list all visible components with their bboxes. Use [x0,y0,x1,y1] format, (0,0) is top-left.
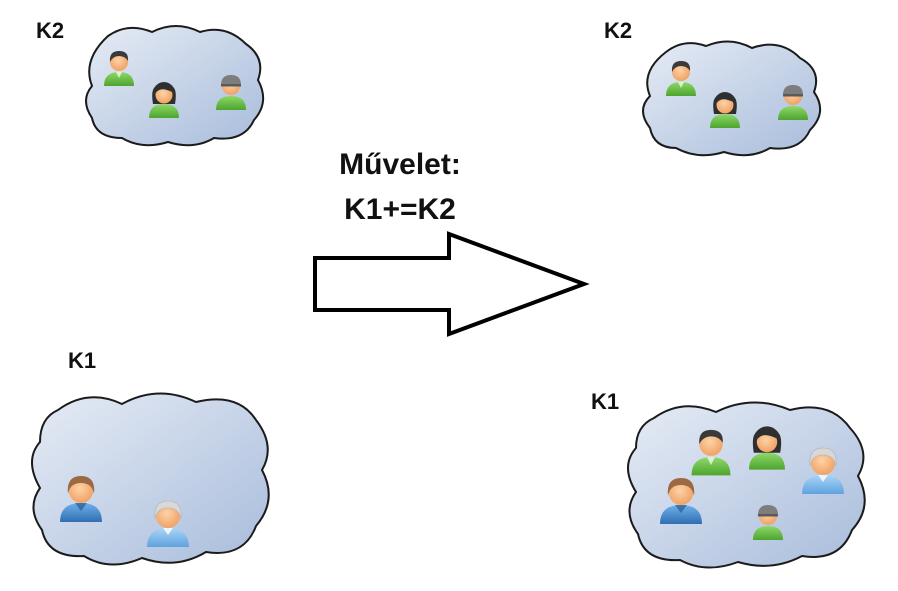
set-label-k2-after: K2 [604,18,633,43]
cloud-k2-before [85,25,265,147]
operation-arrow [313,231,590,337]
operation-title: Művelet: [339,148,461,181]
set-label-k1-after: K1 [591,389,620,414]
operation-expression: K1+=K2 [344,193,456,226]
cloud-k1-after [627,401,866,569]
cloud-k1-before [31,392,270,566]
set-label-k2-before: K2 [36,18,65,43]
cloud-k2-after [642,40,821,157]
set-label-k1-before: K1 [68,348,97,373]
